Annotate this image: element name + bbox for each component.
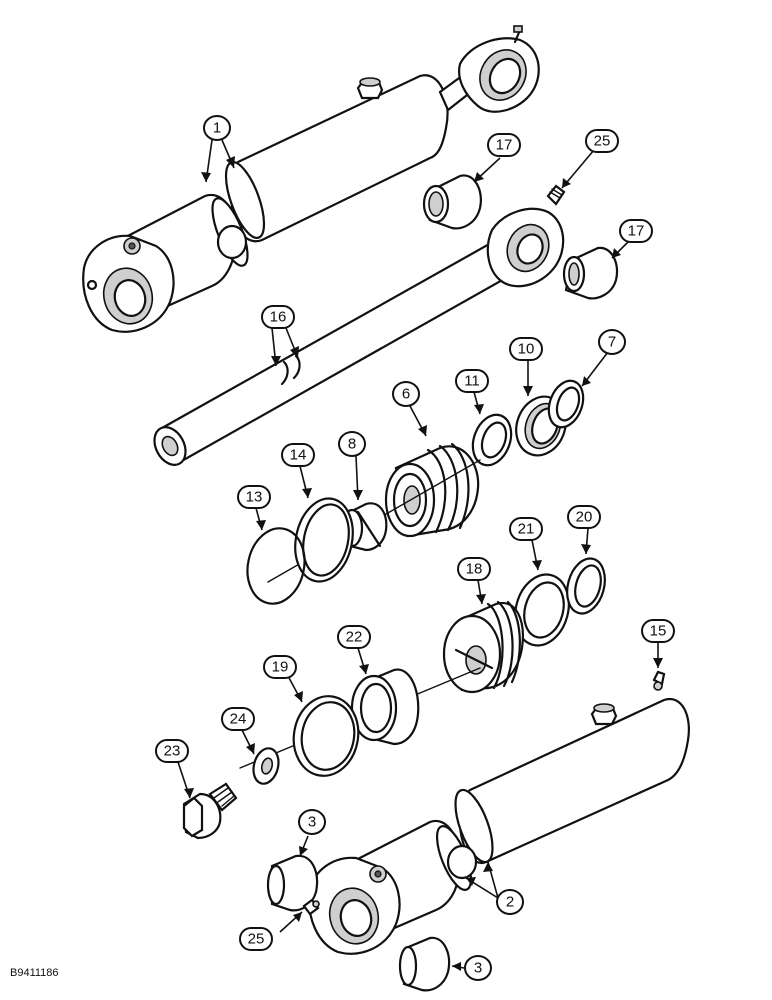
callout-label: 17 (628, 223, 645, 240)
callout-label: 1 (213, 120, 221, 137)
callout-25-b: 25 (239, 927, 273, 951)
top-cylinder-assembly (82, 25, 540, 333)
callout-3-b: 3 (464, 955, 492, 981)
callout-label: 21 (518, 521, 535, 538)
callout-label: 13 (246, 489, 263, 506)
figure-code: B9411186 (10, 967, 59, 979)
callout-label: 18 (466, 561, 483, 578)
lower-head (308, 819, 478, 955)
grease-fitting-15 (652, 670, 666, 691)
callout-label: 24 (230, 711, 247, 728)
callout-label: 8 (348, 436, 356, 453)
callout-label: 2 (506, 894, 514, 911)
callout-label: 15 (650, 623, 667, 640)
callout-label: 17 (496, 137, 513, 154)
callout-22: 22 (337, 625, 371, 649)
callout-label: 10 (518, 341, 535, 358)
piston-6 (384, 442, 480, 538)
ring-14 (294, 497, 354, 583)
callout-label: 20 (576, 509, 593, 526)
ring-13 (246, 527, 306, 605)
callout-label: 3 (474, 960, 482, 977)
grease-fitting-25-lower (302, 898, 320, 916)
bolt-23 (182, 782, 238, 840)
callout-13: 13 (237, 485, 271, 509)
ring-21 (514, 573, 570, 647)
bushing-17-lower (562, 246, 619, 300)
callout-label: 25 (248, 931, 265, 948)
callout-21: 21 (509, 517, 543, 541)
leader-arrowheads (184, 156, 663, 971)
callout-7: 7 (598, 329, 626, 355)
lower-barrel (454, 697, 690, 865)
callout-label: 19 (272, 659, 289, 676)
callout-19: 19 (263, 655, 297, 679)
callout-15: 15 (641, 619, 675, 643)
callout-8: 8 (338, 431, 366, 457)
callout-17-b: 17 (619, 219, 653, 243)
gland-18 (442, 600, 524, 694)
callout-label: 7 (608, 334, 616, 351)
callout-25-a: 25 (585, 129, 619, 153)
callout-16: 16 (261, 305, 295, 329)
seal-ring-11 (471, 413, 513, 467)
grease-fitting-25-upper (546, 184, 566, 206)
callout-label: 23 (164, 743, 181, 760)
callout-label: 16 (270, 309, 287, 326)
callout-10: 10 (509, 337, 543, 361)
callout-1-a: 1 (203, 115, 231, 141)
ring-19 (292, 695, 360, 777)
callout-label: 11 (464, 373, 480, 390)
callout-label: 14 (290, 447, 307, 464)
callout-20: 20 (567, 505, 601, 529)
callout-17-a: 17 (487, 133, 521, 157)
callout-label: 22 (346, 629, 363, 646)
callout-24: 24 (221, 707, 255, 731)
bushing-17-upper (422, 174, 482, 230)
sleeve-22 (350, 668, 420, 746)
callout-2: 2 (496, 889, 524, 915)
callout-23: 23 (155, 739, 189, 763)
callout-14: 14 (281, 443, 315, 467)
callout-18: 18 (457, 557, 491, 581)
callout-11: 11 (455, 369, 489, 393)
callout-3-a: 3 (298, 809, 326, 835)
washer-24 (252, 747, 280, 785)
ring-20 (566, 557, 606, 615)
bushing-3-lower (398, 936, 451, 992)
callout-6: 6 (392, 381, 420, 407)
piston-rod-16 (153, 207, 565, 466)
callout-label: 3 (308, 814, 316, 831)
seal-ring-7 (547, 379, 585, 429)
callout-label: 25 (594, 133, 611, 150)
bushing-3-upper (266, 854, 319, 912)
callout-label: 6 (402, 386, 410, 403)
